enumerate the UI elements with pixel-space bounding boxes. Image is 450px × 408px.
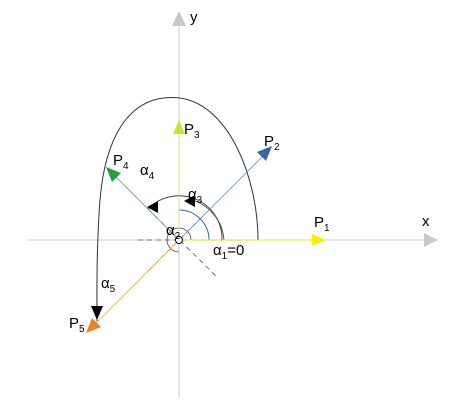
label-alpha3: α3 <box>188 186 203 206</box>
polar-curve <box>96 97 259 322</box>
angle-labels: α1=0 α2 α3 α4 α5 <box>101 162 244 295</box>
alpha4-marker <box>147 201 158 213</box>
p3-arrowhead <box>173 120 185 134</box>
p2-arrowhead <box>257 146 272 161</box>
label-p1: P1 <box>314 214 330 234</box>
y-axis-label: y <box>190 9 198 26</box>
label-alpha5: α5 <box>101 275 116 295</box>
arc-markers <box>91 195 195 320</box>
y-axis-arrowhead <box>172 11 186 26</box>
label-alpha1: α1=0 <box>213 242 244 262</box>
origin-marker <box>175 236 183 244</box>
dashed-guide-135 <box>147 208 219 279</box>
p1-arrowhead <box>312 234 326 246</box>
alpha3-marker <box>184 195 195 207</box>
ray-p2 <box>178 150 269 241</box>
ray-p4 <box>111 172 180 241</box>
label-p2: P2 <box>264 133 280 153</box>
p4-arrowhead <box>106 167 121 182</box>
point-arrowheads <box>86 120 326 333</box>
label-alpha4: α4 <box>140 162 155 182</box>
label-p3: P3 <box>184 121 200 141</box>
ray-p5 <box>91 239 180 328</box>
p5-arrowhead <box>86 318 101 333</box>
alpha5-marker <box>91 306 103 320</box>
x-axis-arrowhead <box>424 233 438 247</box>
alpha4-arc <box>147 195 223 241</box>
coordinate-axes: x y <box>28 9 438 398</box>
rays <box>91 132 312 328</box>
point-labels: P1 P2 P3 P4 P5 <box>69 121 330 335</box>
label-alpha2: α2 <box>166 222 181 242</box>
label-p5: P5 <box>69 315 85 335</box>
label-p4: P4 <box>113 152 129 172</box>
x-axis-label: x <box>422 213 430 230</box>
